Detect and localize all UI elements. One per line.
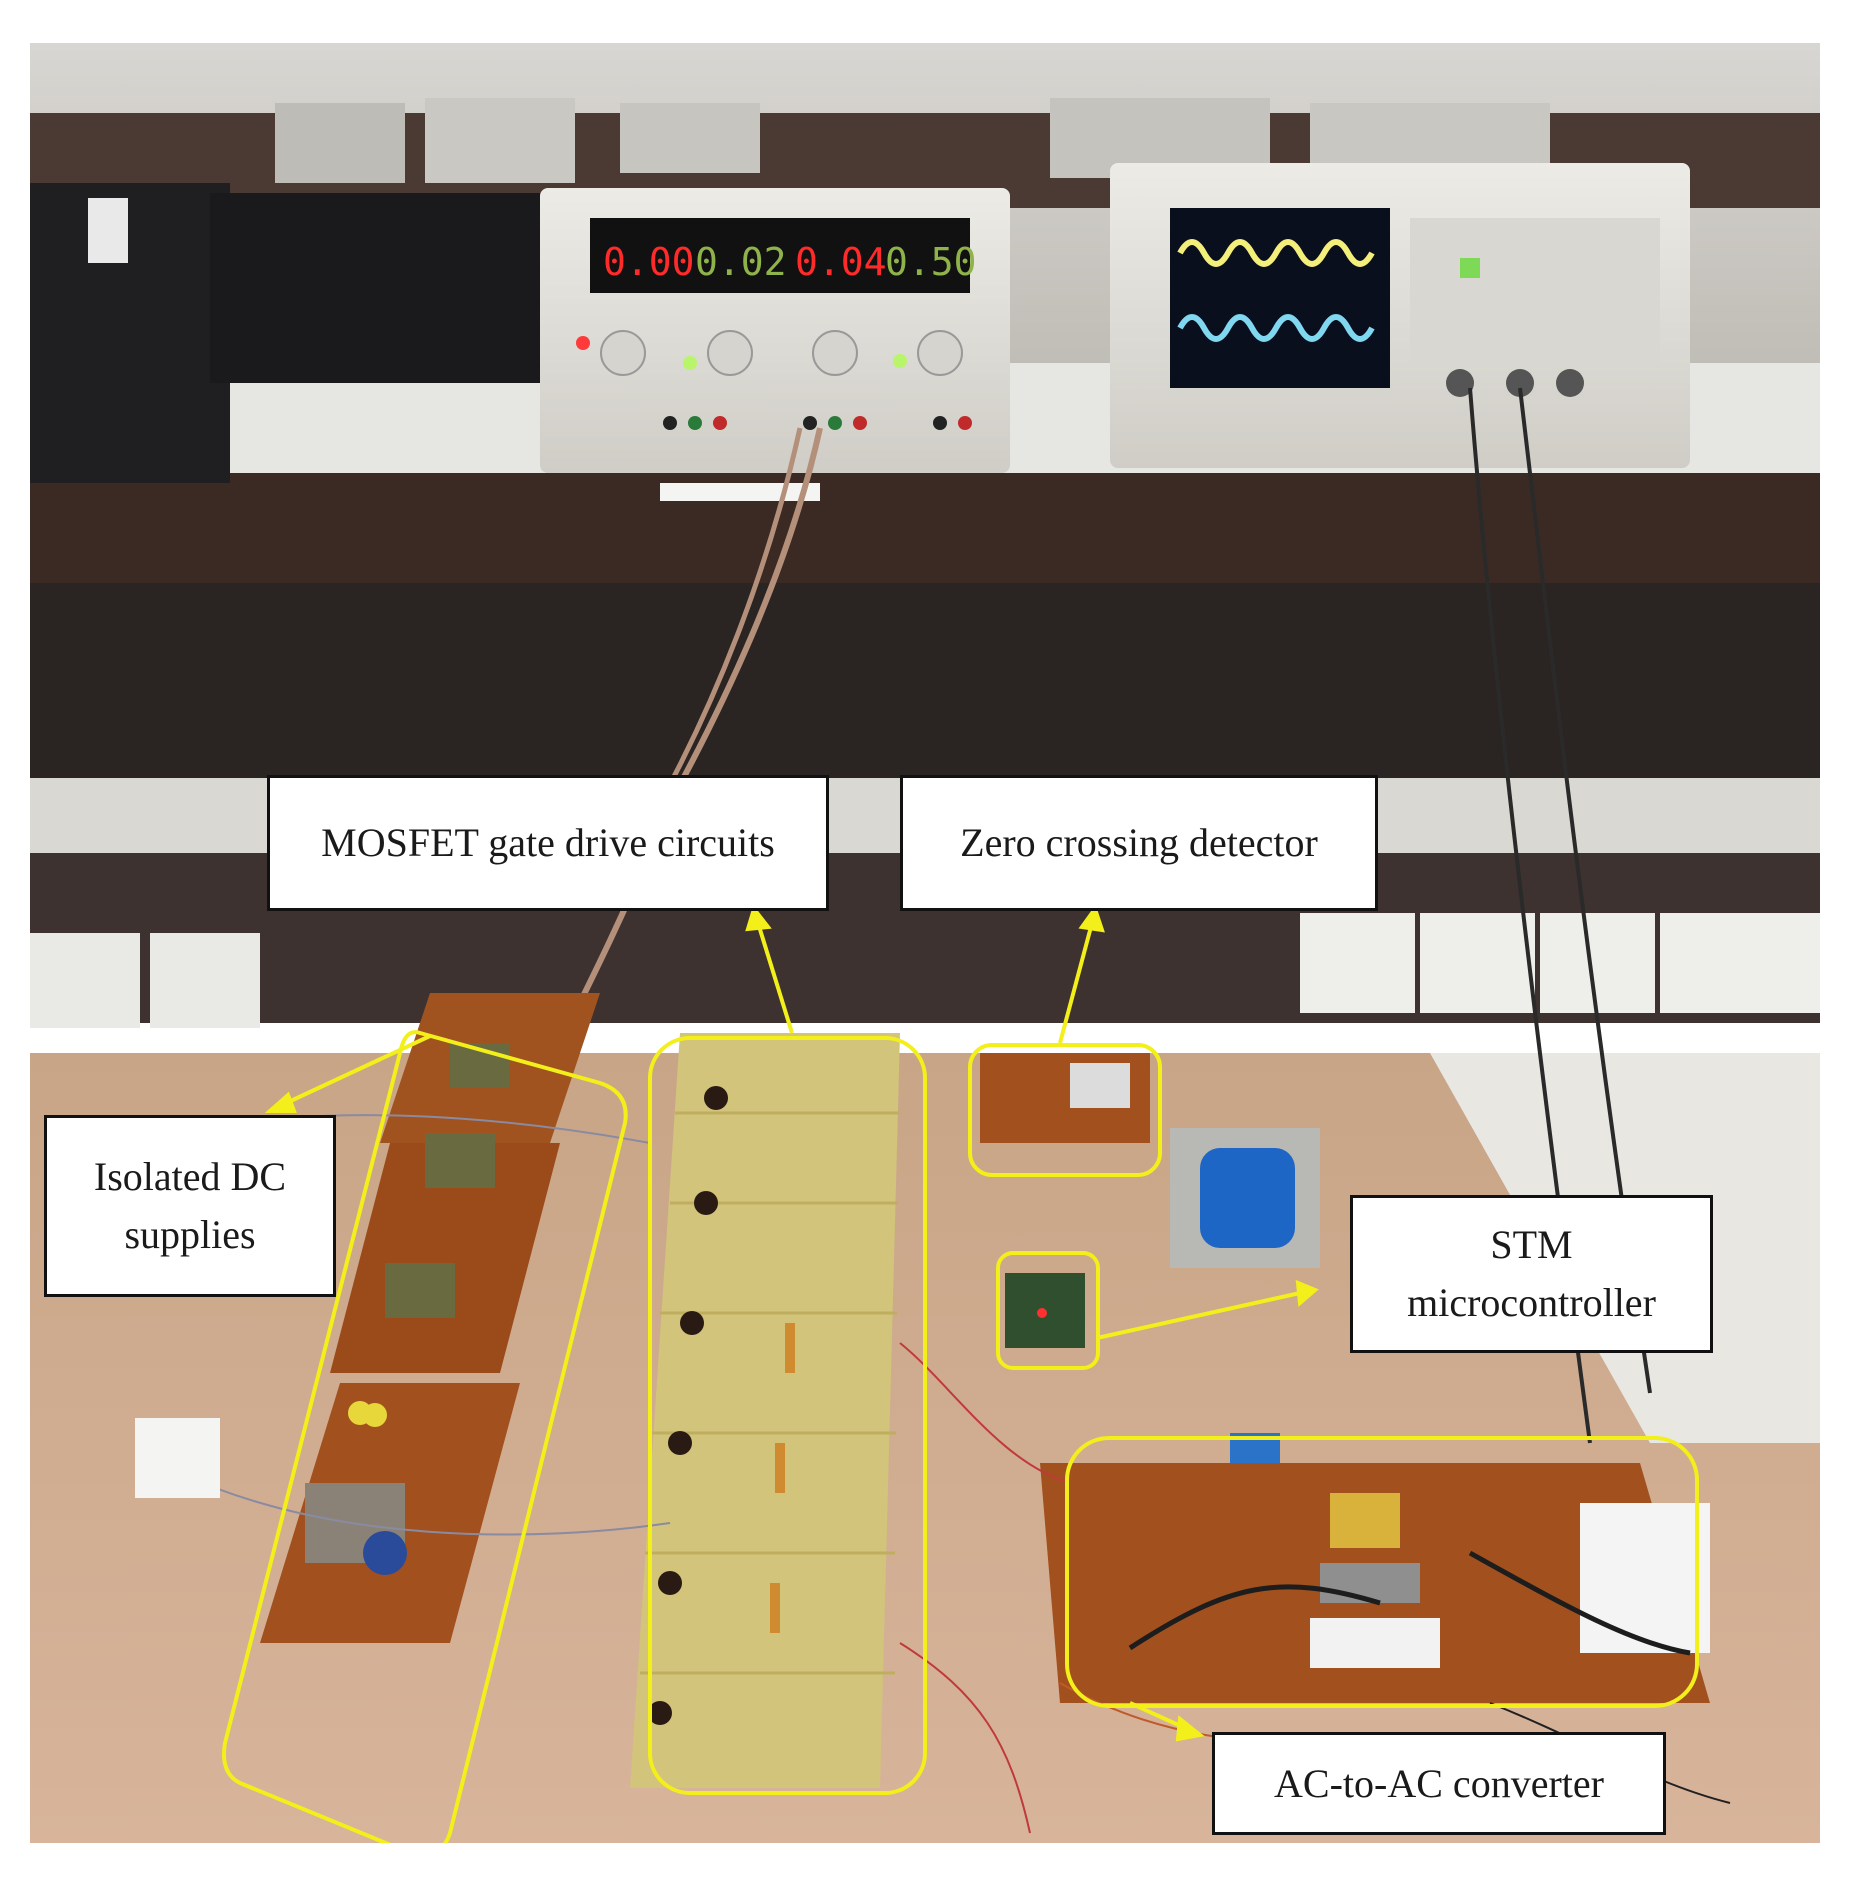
transformer	[1170, 1128, 1320, 1268]
ups-unit	[30, 183, 230, 483]
arrow-zcd	[1058, 922, 1094, 1044]
label-stm-line2: microcontroller	[1407, 1280, 1656, 1325]
isolated-dc-boards	[260, 993, 600, 1643]
highlight-outlines	[222, 1030, 1699, 1843]
label-zero-crossing: Zero crossing detector	[900, 775, 1378, 911]
arrow-isolated-dc	[281, 1034, 431, 1107]
lab-setup-photo: 0.00 0.02 0.04 0.50	[30, 43, 1820, 1843]
gate-drive-boards	[630, 1033, 900, 1788]
label-isolated-dc-line1: Isolated DC	[93, 1154, 287, 1199]
arrow-mosfet	[756, 922, 794, 1034]
arrows	[264, 904, 1319, 1742]
svg-text:0.00: 0.00	[603, 240, 695, 284]
arrow-stm	[1096, 1291, 1301, 1340]
label-mosfet-text: MOSFET gate drive circuits	[321, 820, 775, 865]
lower-rack	[30, 583, 1820, 783]
highlight-isolated-dc	[222, 1030, 628, 1843]
terminal-block	[135, 1418, 220, 1498]
dc-power-supply: 0.00 0.02 0.04 0.50	[540, 188, 1010, 473]
label-ac-ac: AC-to-AC converter	[1212, 1732, 1666, 1835]
arrow-ac-ac	[1129, 1701, 1186, 1730]
label-stm-line1: STM	[1490, 1222, 1573, 1267]
wall-sockets	[30, 913, 1820, 1028]
highlight-gate-drive	[648, 1036, 927, 1795]
photo-scene: 0.00 0.02 0.04 0.50	[30, 43, 1820, 1843]
bg-black-box	[210, 193, 540, 383]
oscilloscope	[1110, 163, 1690, 468]
bg-instrument-1	[275, 103, 405, 183]
label-stm: STM microcontroller	[1350, 1195, 1713, 1353]
label-ac-ac-text: AC-to-AC converter	[1274, 1760, 1604, 1806]
bg-instrument-3	[620, 103, 760, 173]
svg-text:0.02: 0.02	[695, 240, 787, 284]
label-isolated-dc-line2: supplies	[124, 1212, 256, 1257]
shelf-bar	[30, 473, 1820, 583]
highlight-zcd	[968, 1043, 1162, 1177]
highlight-stm	[996, 1251, 1100, 1370]
label-mosfet-gate-drive: MOSFET gate drive circuits	[267, 775, 829, 911]
svg-text:0.50: 0.50	[885, 240, 977, 284]
highlight-ac-ac	[1065, 1436, 1699, 1708]
svg-text:0.04: 0.04	[795, 240, 887, 284]
label-isolated-dc: Isolated DC supplies	[44, 1115, 336, 1297]
bg-instrument-2	[425, 98, 575, 183]
ac-ac-board	[1040, 1433, 1710, 1703]
label-zero-crossing-text: Zero crossing detector	[960, 820, 1318, 865]
